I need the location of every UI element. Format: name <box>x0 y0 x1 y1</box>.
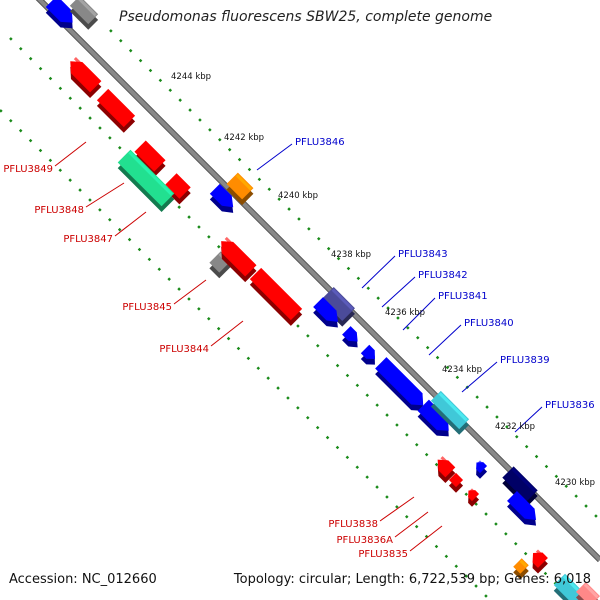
gene-PFLU3836A <box>448 472 464 493</box>
gene-PFLU3840 <box>375 357 424 411</box>
gene-PFLU3844 <box>249 267 303 326</box>
map-title: Pseudomonas fluorescens SBW25, complete … <box>119 9 493 25</box>
gene-fragment <box>513 558 529 580</box>
gene-fragment <box>69 0 99 30</box>
kbp-tick-label: 4244 kbp <box>171 72 211 82</box>
leader-line <box>114 211 147 237</box>
kbp-tick-label: 4232 kbp <box>495 422 535 432</box>
gene-PFLU3849-part <box>70 57 102 99</box>
leader-line <box>381 276 416 308</box>
gene-label-PFLU3839[interactable]: PFLU3839 <box>500 355 550 366</box>
gene-fragment <box>45 0 73 29</box>
gene-forward <box>507 491 537 526</box>
gene-label-PFLU3841[interactable]: PFLU3841 <box>438 291 488 302</box>
genome-backbone <box>35 0 600 563</box>
gene-label-PFLU3842[interactable]: PFLU3842 <box>418 270 468 281</box>
kbp-tick-label: 4230 kbp <box>555 478 595 488</box>
leader-line <box>394 511 429 538</box>
gene-label-PFLU3849[interactable]: PFLU3849 <box>3 164 53 175</box>
gene-label-PFLU3844[interactable]: PFLU3844 <box>159 344 209 355</box>
gene-label-PFLU3846[interactable]: PFLU3846 <box>295 137 345 148</box>
gene-forward-small <box>360 344 375 365</box>
gene-PFLU3848 <box>117 149 175 212</box>
gene-PFLU3836 <box>502 466 538 508</box>
kbp-tick-label: 4236 kbp <box>385 308 425 318</box>
gene-forward-tiny <box>476 460 488 479</box>
gene-label-PFLU3843[interactable]: PFLU3843 <box>398 249 448 260</box>
leader-line <box>85 182 125 208</box>
gene-PFLU3841 <box>342 326 358 348</box>
leader-line <box>409 525 443 552</box>
accession-text: Accession: NC_012660 <box>9 572 157 587</box>
gene-label-PFLU3840[interactable]: PFLU3840 <box>464 318 514 329</box>
gene-PFLU3846 <box>226 172 254 206</box>
leader-line <box>379 496 415 522</box>
gene-label-PFLU3845[interactable]: PFLU3845 <box>122 302 172 313</box>
gene-PFLU3849 <box>96 88 136 133</box>
kbp-tick-labels: 4244 kbp 4242 kbp 4240 kbp 4238 kbp 4236 kbp… <box>171 72 595 488</box>
gene-labels: PFLU3846PFLU3843PFLU3842PFLU3841PFLU3840… <box>3 137 594 560</box>
gene-PFLU3842 <box>313 297 338 328</box>
leader-line <box>210 320 244 347</box>
gene-PFLU3845 <box>221 236 257 283</box>
leader-line <box>428 324 462 356</box>
gene-label-PFLU3835[interactable]: PFLU3835 <box>358 549 408 560</box>
gene-forward <box>209 183 234 213</box>
leader-line <box>173 279 207 305</box>
gene-PFLU3843 <box>321 287 355 327</box>
gene-PFLU3835 <box>468 488 480 507</box>
leader-line <box>514 406 543 433</box>
leader-line <box>54 141 87 167</box>
gene-label-PFLU3848[interactable]: PFLU3848 <box>34 205 84 216</box>
leader-line <box>256 143 293 171</box>
dotted-guide-line <box>109 29 600 521</box>
gene-PFLU3839 <box>430 390 470 435</box>
kbp-tick-label: 4234 kbp <box>442 365 482 375</box>
gene-label-PFLU3838[interactable]: PFLU3838 <box>328 519 378 530</box>
leader-line <box>361 255 396 289</box>
gene-features <box>45 0 600 600</box>
gene-PFLU3847 <box>165 173 191 205</box>
kbp-tick-label: 4238 kbp <box>331 250 371 260</box>
gene-label-PFLU3836[interactable]: PFLU3836 <box>545 400 595 411</box>
backbone-line <box>37 0 600 562</box>
kbp-tick-label: 4240 kbp <box>278 191 318 201</box>
gene-PFLU3838 <box>437 456 456 483</box>
genome-summary-text: Topology: circular; Length: 6,722,539 bp… <box>233 572 591 587</box>
label-leader-lines <box>54 141 543 552</box>
gene-label-PFLU3836A[interactable]: PFLU3836A <box>337 535 394 546</box>
kbp-tick-label: 4242 kbp <box>224 133 264 143</box>
leader-line <box>402 297 436 331</box>
gene-PFLU3847-part <box>134 140 166 178</box>
gene-label-PFLU3847[interactable]: PFLU3847 <box>63 234 113 245</box>
leader-line <box>461 361 498 393</box>
gene-reverse-small <box>532 549 548 574</box>
